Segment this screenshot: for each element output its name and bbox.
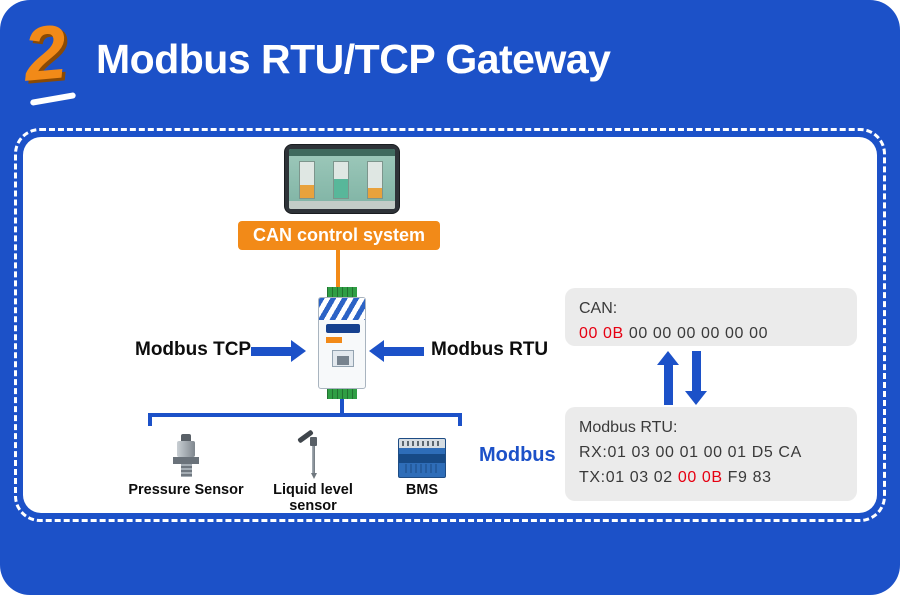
sensor-body: [177, 441, 195, 457]
gateway-nameplate: [326, 324, 360, 333]
gateway-body: [318, 297, 366, 389]
modbus-rx-line: RX:01 03 00 01 00 01 D5 CA: [579, 444, 802, 461]
banner-to-gateway-connector: [336, 250, 340, 288]
can-control-system-banner: CAN control system: [238, 221, 440, 250]
gateway-orange-chip: [326, 337, 342, 343]
scada-tank-fill: [300, 185, 314, 198]
modbus-bus-line: [148, 413, 462, 417]
sensor-cap: [181, 434, 191, 441]
gateway-terminal-top: [327, 287, 357, 297]
modbus-rtu-label: Modbus RTU: [431, 339, 549, 360]
page-title: Modbus RTU/TCP Gateway: [96, 36, 611, 82]
arrow-head-left: [369, 340, 384, 362]
can-frame-bytes: 00 0B 00 00 00 00 00 00: [579, 321, 843, 346]
can-highlight-bytes: 00 0B: [579, 325, 624, 342]
rtu-to-can-arrow: [657, 351, 679, 405]
arrow-shaft: [384, 346, 424, 356]
bus-end-tick-right: [458, 413, 462, 426]
scada-toolbar-graphic: [289, 149, 395, 156]
device-label-bms: BMS: [405, 482, 439, 498]
device-label-pressure-sensor: Pressure Sensor: [128, 482, 244, 498]
diagram-panel: CAN control system Modbus TCP Modbus RTU: [14, 128, 886, 522]
arrow-shaft: [691, 351, 701, 391]
modbus-bus-label: Modbus: [479, 444, 556, 466]
arrow-head-right: [291, 340, 306, 362]
probe-rod: [312, 446, 315, 473]
arrow-head-down: [685, 391, 707, 405]
sensor-nut: [173, 457, 199, 464]
probe-head: [310, 437, 317, 446]
gateway-terminal-bottom: [327, 389, 357, 399]
device-label-liquid-level-sensor: Liquid level sensor: [273, 482, 353, 513]
bms-terminal-pins: [402, 441, 442, 446]
scada-tank-fill: [368, 188, 382, 198]
hmi-tablet: [285, 145, 399, 213]
probe-tip: [311, 473, 317, 479]
bms-vents: [405, 464, 439, 473]
arrow-shaft: [663, 365, 673, 405]
arrow-shaft: [251, 346, 291, 356]
bms-device-icon: [398, 438, 446, 478]
step-number: 2: [20, 9, 70, 98]
modbus-tcp-arrow: [251, 340, 306, 362]
diagram-stage: CAN control system Modbus TCP Modbus RTU: [23, 137, 877, 513]
can-frame-box: CAN: 00 0B 00 00 00 00 00 00: [565, 288, 857, 346]
can-rest-bytes: 00 00 00 00 00 00: [623, 325, 769, 342]
scada-statusbar-graphic: [289, 201, 395, 209]
bus-end-tick-left: [148, 413, 152, 426]
modbus-tcp-label: Modbus TCP: [135, 339, 252, 360]
can-frame-title: CAN:: [579, 300, 618, 317]
bms-band: [399, 454, 445, 463]
ethernet-port: [332, 350, 354, 367]
modbus-rtu-arrow: [369, 340, 424, 362]
can-to-rtu-arrow: [685, 351, 707, 405]
modbus-frame-box: Modbus RTU: RX:01 03 00 01 00 01 D5 CA T…: [565, 407, 857, 501]
tx-suffix: F9 83: [722, 469, 772, 486]
gateway-brand-stripes: [319, 298, 365, 320]
modbus-tx-line: TX:01 03 02 00 0B F9 83: [579, 465, 843, 490]
modbus-frame-title: Modbus RTU:: [579, 419, 678, 436]
pressure-sensor-icon: [166, 434, 206, 480]
arrow-head-up: [657, 351, 679, 365]
gateway-device: [318, 287, 366, 399]
gateway-to-bus-link: [340, 399, 344, 415]
sensor-thread: [180, 464, 192, 477]
tx-highlight-bytes: 00 0B: [677, 469, 723, 486]
hmi-scada-screen: [289, 149, 395, 209]
scada-tank-fill: [334, 179, 348, 198]
tx-prefix: TX:01 03 02: [579, 469, 678, 486]
liquid-level-sensor-icon: [295, 429, 331, 480]
